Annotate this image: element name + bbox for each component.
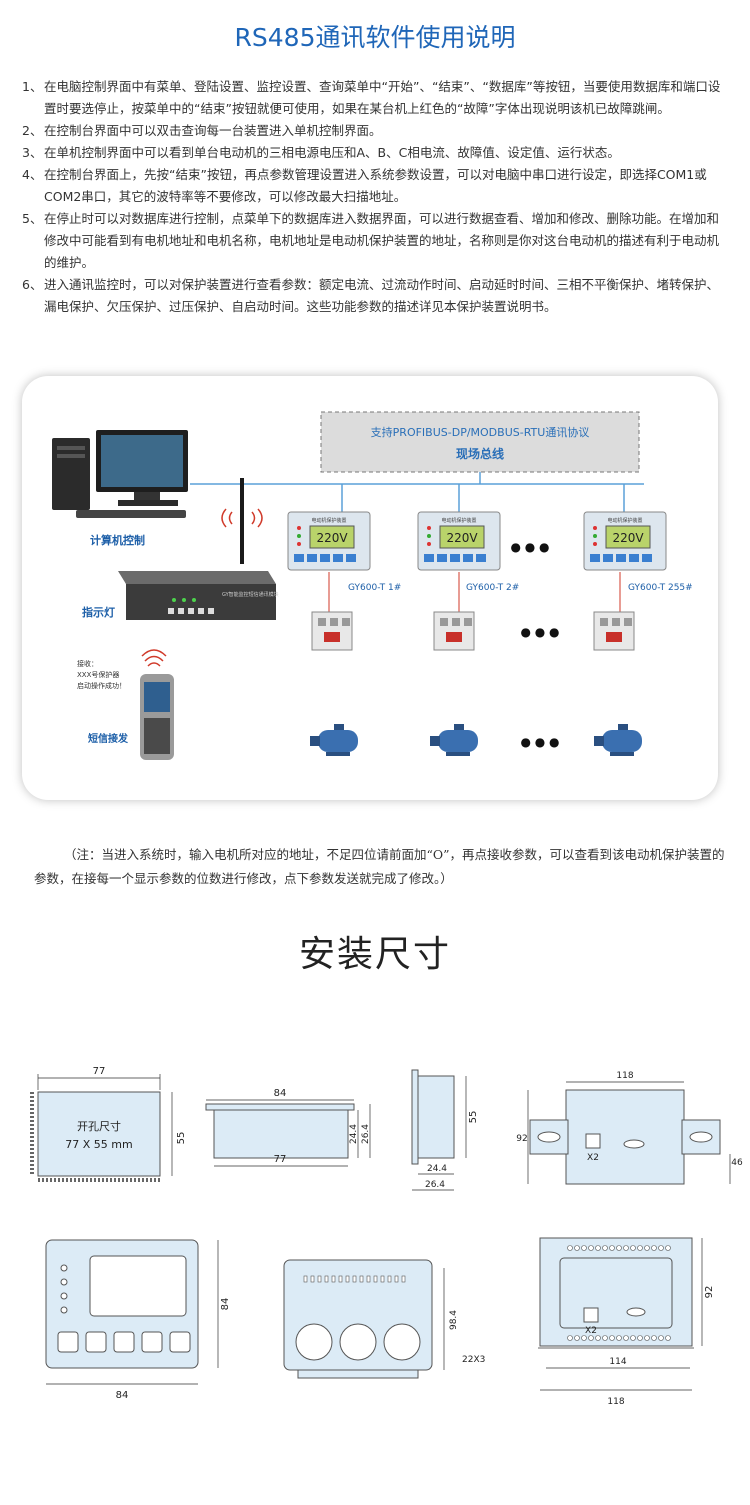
contactor-icon <box>311 611 353 651</box>
end-bottom-2: 26.4 <box>425 1180 445 1190</box>
back-view-drawing <box>527 1081 731 1185</box>
device-screen-value: 220V <box>612 531 644 545</box>
dimension-drawings: 77 55 开孔尺寸 77 X 55 mm 84 77 24.4 26.4 55… <box>0 1050 750 1470</box>
instruction-text: 在单机控制界面中可以看到单台电动机的三相电源电压和A、B、C相电流、故障值、设定… <box>44 145 620 160</box>
device-header: 电动机保护装置 <box>311 517 346 524</box>
back-right-height: 46 <box>731 1158 743 1168</box>
cutout-size: 77 X 55 mm <box>65 1138 132 1151</box>
gateway-box <box>118 571 276 620</box>
network-diagram: 支持PROFIBUS-DP/MODBUS-RTU通讯协议 现场总线 计算机控制 <box>22 376 718 800</box>
bottom-hole-spec: 22X3 <box>462 1355 485 1365</box>
side-height-1: 24.4 <box>349 1124 359 1144</box>
rear-terminal-row-top <box>567 1245 671 1251</box>
note-text: （注：当进入系统时，输入电机所对应的地址，不足四位请前面加“O”，再点接收参数，… <box>34 847 725 886</box>
page-title: RS485通讯软件使用说明 <box>234 23 516 52</box>
instruction-item: 5、 在停止时可以对数据库进行控制，点菜单下的数据库进入数据界面，可以进行数据查… <box>22 208 728 274</box>
instruction-item: 3、 在单机控制界面中可以看到单台电动机的三相电源电压和A、B、C相电流、故障值… <box>22 142 728 164</box>
device-name-label: GY600-T 1# <box>348 583 401 593</box>
instruction-item: 6、 进入通讯监控时，可以对保护装置进行查看参数：额定电流、过流动作时间、启动延… <box>22 274 728 318</box>
back-x2-label: X2 <box>587 1153 599 1163</box>
device-screen-value: 220V <box>316 531 348 545</box>
ellipsis-contactors: ● ● ● <box>520 625 559 639</box>
rear-terminal-row-bottom <box>567 1335 671 1341</box>
fieldbus-label: 现场总线 <box>456 446 504 461</box>
cutout-drawing <box>30 1074 173 1182</box>
cutout-height: 55 <box>176 1132 187 1145</box>
computer-label: 计算机控制 <box>90 533 145 547</box>
side-bottom-width: 77 <box>274 1154 287 1165</box>
rear-inner-width: 114 <box>609 1357 626 1367</box>
instruction-number: 2、 <box>22 123 43 138</box>
device-name-label: GY600-T 2# <box>466 583 519 593</box>
motor-icon <box>310 724 358 756</box>
end-bottom-1: 24.4 <box>427 1164 447 1174</box>
sms-label: 短信接发 <box>88 732 129 745</box>
device-name-label: GY600-T 255# <box>628 583 693 593</box>
end-height: 55 <box>468 1111 479 1124</box>
install-section-title: 安装尺寸 <box>298 934 451 975</box>
device-header: 电动机保护装置 <box>607 517 642 524</box>
instruction-text: 在控制台界面上，先按“结束”按钮，再点参数管理设置进入系统参数设置，可以对电脑中… <box>44 167 707 204</box>
protector-device-2: 电动机保护装置 220V <box>417 511 501 571</box>
phone-text-line: 启动操作成功！ <box>77 681 126 690</box>
network-diagram-svg: 支持PROFIBUS-DP/MODBUS-RTU通讯协议 现场总线 计算机控制 <box>52 411 693 760</box>
rear-x2-label: X2 <box>585 1326 597 1336</box>
fieldbus-protocol-text: 支持PROFIBUS-DP/MODBUS-RTU通讯协议 <box>371 425 590 439</box>
rear-outer-width: 118 <box>607 1397 624 1407</box>
instruction-number: 1、 <box>22 79 43 94</box>
radio-waves-icon <box>221 508 263 528</box>
side-top-width: 84 <box>274 1088 287 1099</box>
bottom-view-drawing <box>283 1259 445 1379</box>
ellipsis-devices: ● ● ● <box>510 540 549 554</box>
instruction-number: 5、 <box>22 211 43 226</box>
cutout-width: 77 <box>93 1066 106 1077</box>
front-width: 84 <box>116 1390 129 1401</box>
phone-radio-icon <box>141 649 167 667</box>
instruction-number: 4、 <box>22 167 43 182</box>
instruction-text: 进入通讯监控时，可以对保护装置进行查看参数：额定电流、过流动作时间、启动延时时间… <box>44 277 720 314</box>
dimension-drawings-svg: 77 55 开孔尺寸 77 X 55 mm 84 77 24.4 26.4 55… <box>30 1066 743 1407</box>
instruction-number: 6、 <box>22 277 43 292</box>
rear-height: 92 <box>704 1286 715 1299</box>
back-left-height: 92 <box>516 1134 527 1144</box>
bottom-height: 98.4 <box>449 1310 459 1330</box>
end-view-drawing <box>411 1069 467 1191</box>
bottom-vent-holes <box>303 1275 406 1283</box>
cutout-title: 开孔尺寸 <box>77 1119 121 1133</box>
device-header: 电动机保护装置 <box>441 517 476 524</box>
rear-view-drawing <box>538 1237 703 1391</box>
phone-text-line: XXX号保护器 <box>77 670 119 679</box>
side-view-drawing <box>205 1099 371 1167</box>
instruction-item: 4、 在控制台界面上，先按“结束”按钮，再点参数管理设置进入系统参数设置，可以对… <box>22 164 728 208</box>
motor-icon <box>430 724 478 756</box>
protector-device-3: 电动机保护装置 220V <box>583 511 667 571</box>
instruction-text: 在电脑控制界面中有菜单、登陆设置、监控设置、查询菜单中“开始”、“结束”、“数据… <box>44 79 721 116</box>
computer-icon <box>52 430 188 518</box>
indicator-label: 指示灯 <box>82 605 115 619</box>
ellipsis-motors: ● ● ● <box>520 735 559 749</box>
instruction-item: 2、 在控制台界面中可以双击查询每一台装置进入单机控制界面。 <box>22 120 728 142</box>
instruction-text: 在停止时可以对数据库进行控制，点菜单下的数据库进入数据界面，可以进行数据查看、增… <box>44 211 720 270</box>
instructions-list: 1、 在电脑控制界面中有菜单、登陆设置、监控设置、查询菜单中“开始”、“结束”、… <box>22 76 728 318</box>
fieldbus-box <box>320 411 640 473</box>
side-height-2: 26.4 <box>361 1124 371 1144</box>
instruction-item: 1、 在电脑控制界面中有菜单、登陆设置、监控设置、查询菜单中“开始”、“结束”、… <box>22 76 728 120</box>
contactor-icon <box>433 611 475 651</box>
front-height: 84 <box>220 1298 231 1311</box>
contactor-icon <box>593 611 635 651</box>
motor-icon <box>594 724 642 756</box>
phone-icon <box>140 674 174 760</box>
gateway-text: GY智能监控短信通讯模块 <box>222 591 279 598</box>
instruction-text: 在控制台界面中可以双击查询每一台装置进入单机控制界面。 <box>44 123 382 138</box>
device-screen-value: 220V <box>446 531 478 545</box>
protector-device-1: 电动机保护装置 220V <box>287 511 371 571</box>
instruction-number: 3、 <box>22 145 43 160</box>
phone-text-line: 接收： <box>77 659 98 668</box>
front-view-drawing <box>45 1239 219 1385</box>
back-top-width: 118 <box>616 1071 633 1081</box>
